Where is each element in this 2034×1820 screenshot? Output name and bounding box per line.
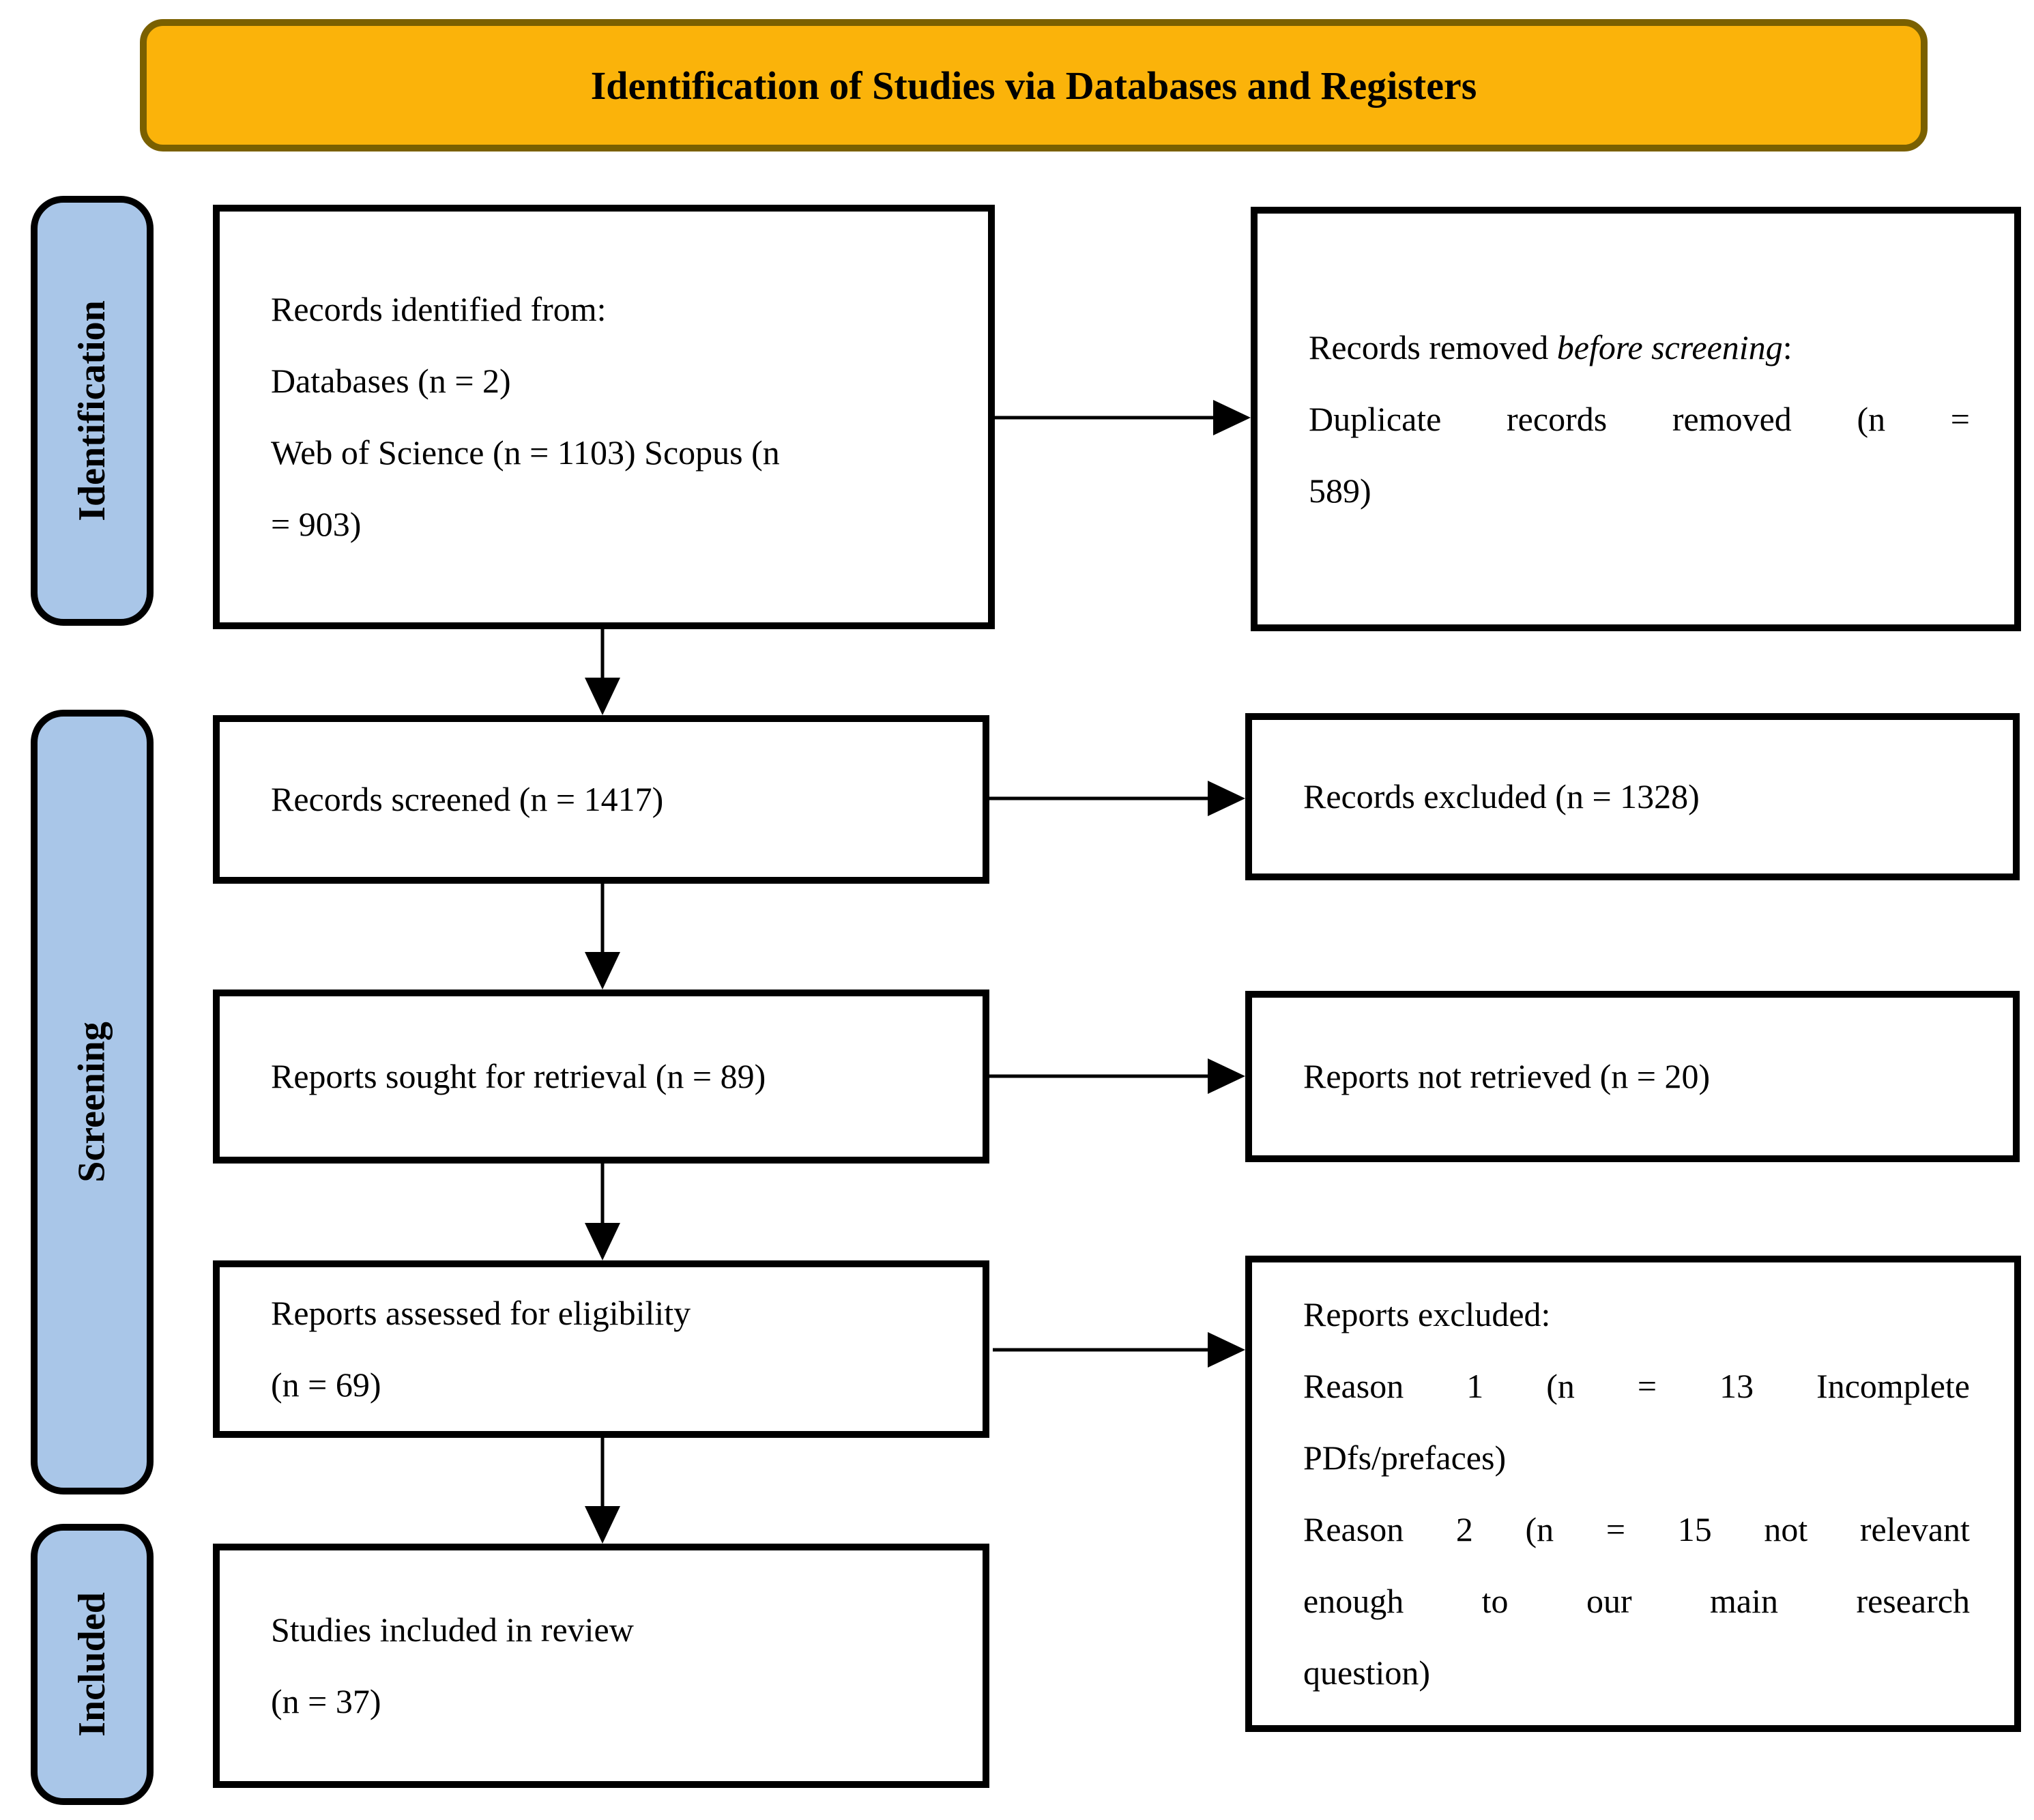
stage-label-included: Included (31, 1524, 154, 1805)
records-removed-normal-text: Records removed (1309, 328, 1557, 366)
box-reports-not-retrieved-text: Reports not retrieved (n = 20) (1303, 1057, 1711, 1095)
box-studies-included: Studies included in review (n = 37) (213, 1544, 989, 1788)
arrow-screened-to-excluded (989, 781, 1245, 816)
box-records-identified: Records identified from: Databases (n = … (213, 205, 995, 629)
box-reports-sought-text: Reports sought for retrieval (n = 89) (271, 1057, 766, 1095)
box-reports-excluded-line3: PDfs/prefaces) (1303, 1439, 1507, 1477)
stage-label-screening: Screening (31, 710, 154, 1494)
box-reports-not-retrieved: Reports not retrieved (n = 20) (1245, 991, 2020, 1162)
box-reports-excluded-line1: Reports excluded: (1303, 1295, 1551, 1333)
box-reports-assessed-line1: Reports assessed for eligibility (271, 1294, 691, 1332)
box-records-identified-line1: Records identified from: (271, 290, 607, 328)
arrow-assessed-to-reports-excluded (993, 1332, 1245, 1368)
arrow-sought-to-not-retrieved (989, 1058, 1245, 1094)
box-reports-assessed-line2: (n = 69) (271, 1366, 381, 1404)
box-records-identified-line2: Databases (n = 2) (271, 362, 511, 400)
box-records-screened-text: Records screened (n = 1417) (271, 780, 664, 818)
stage-label-identification: Identification (31, 196, 154, 626)
arrow-assessed-to-included (585, 1438, 620, 1544)
title-banner: Identification of Studies via Databases … (140, 19, 1928, 151)
box-studies-included-line2: (n = 37) (271, 1682, 381, 1720)
box-reports-assessed: Reports assessed for eligibility (n = 69… (213, 1260, 989, 1438)
arrow-identified-to-screened (585, 629, 620, 715)
stage-label-screening-text: Screening (71, 1022, 113, 1183)
box-records-removed-line3: 589) (1309, 471, 1371, 510)
stage-label-identification-text: Identification (71, 300, 113, 521)
box-studies-included-line1: Studies included in review (271, 1610, 634, 1649)
diagram-title: Identification of Studies via Databases … (590, 63, 1477, 108)
records-removed-italic-text: before screening (1556, 328, 1783, 366)
box-records-identified-line4: = 903) (271, 505, 362, 543)
stage-label-included-text: Included (71, 1592, 114, 1737)
box-reports-excluded-line6: question) (1303, 1653, 1431, 1692)
box-reports-sought: Reports sought for retrieval (n = 89) (213, 990, 989, 1164)
box-records-removed-line1: Records removed before screening: (1309, 312, 1970, 384)
arrow-sought-to-assessed (585, 1164, 620, 1260)
arrow-screened-to-sought (585, 884, 620, 990)
records-removed-colon: : (1782, 328, 1792, 366)
box-records-excluded-text: Records excluded (n = 1328) (1303, 777, 1700, 815)
box-records-identified-line3: Web of Science (n = 1103) Scopus (n (271, 433, 780, 472)
box-records-screened: Records screened (n = 1417) (213, 715, 989, 884)
box-records-excluded: Records excluded (n = 1328) (1245, 713, 2020, 880)
arrow-identified-to-removed (995, 400, 1251, 435)
box-records-removed-before-screening: Records removed before screening: Duplic… (1251, 207, 2021, 631)
